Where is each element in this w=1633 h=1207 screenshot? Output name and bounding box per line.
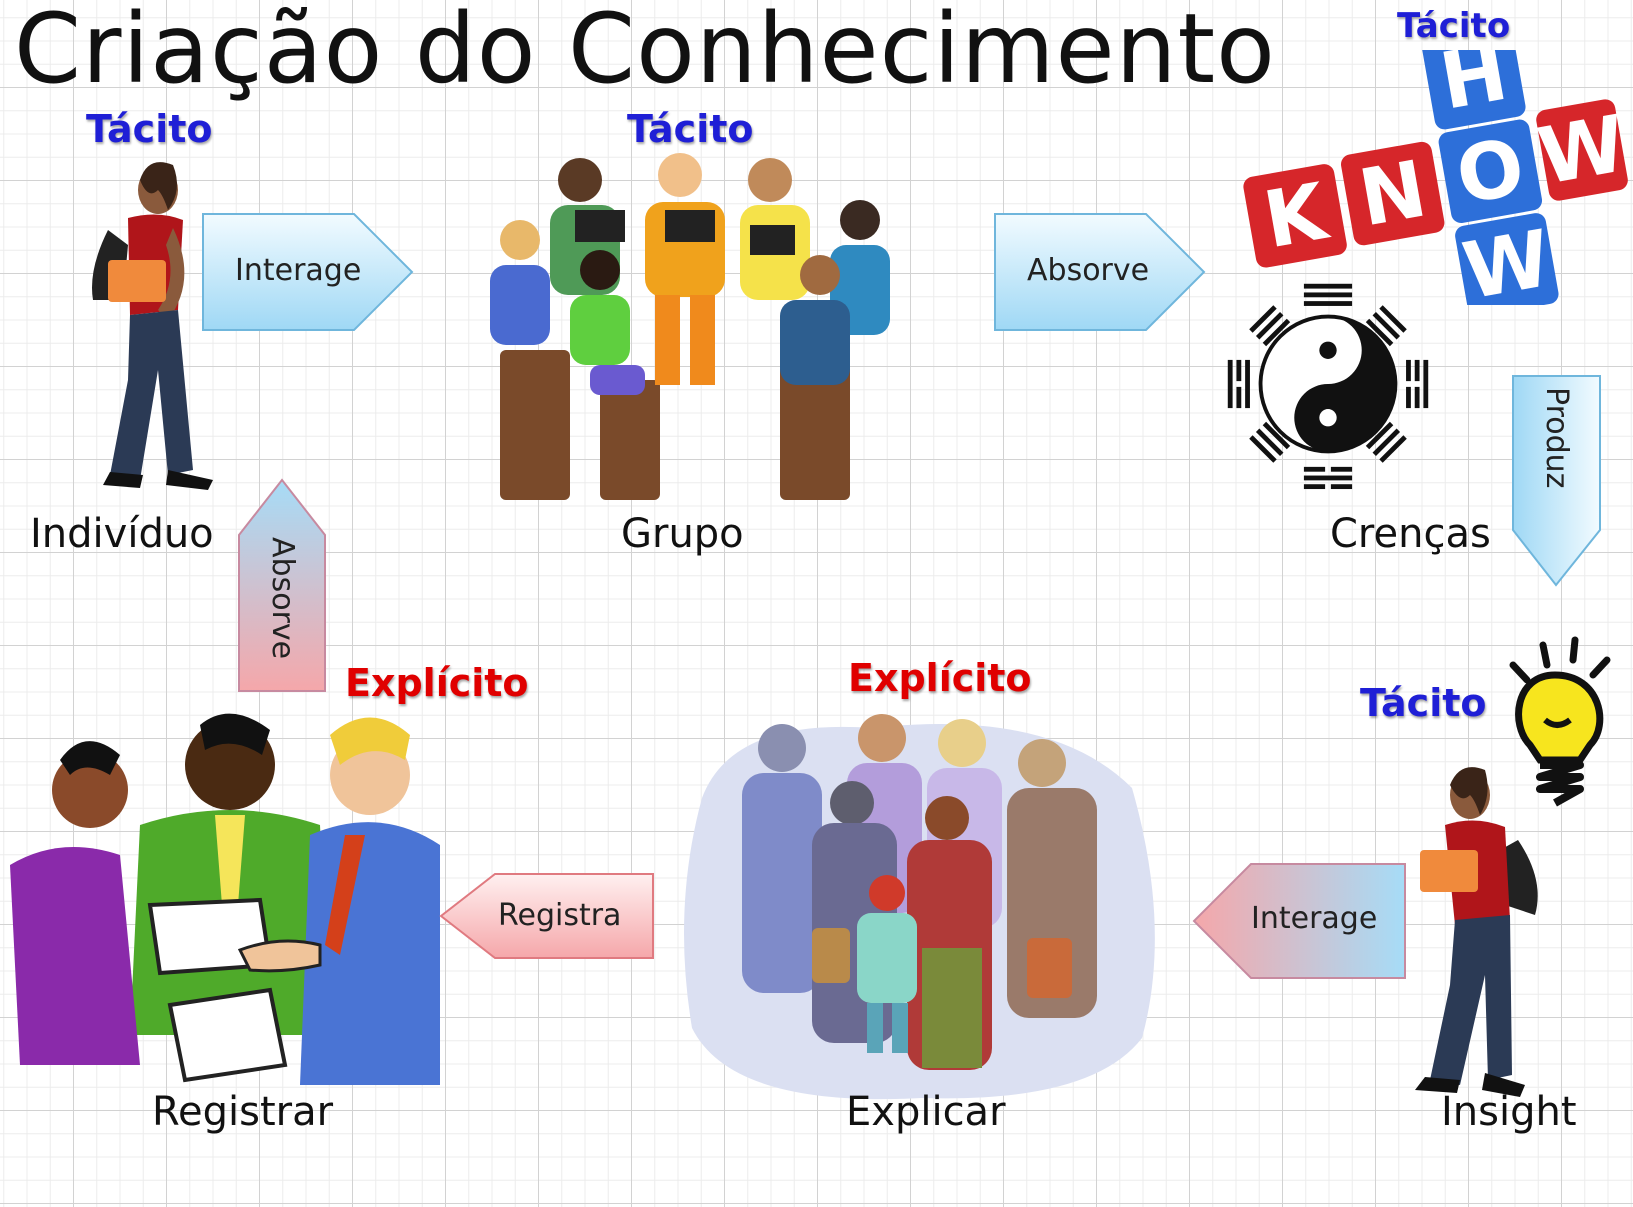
arrow-label-interage-2: Interage xyxy=(1251,901,1378,936)
arrow-interage-individuo-grupo: Interage xyxy=(202,213,414,331)
crowd-icon xyxy=(672,708,1170,1108)
arrow-label-produz: Produz xyxy=(1539,387,1574,489)
tag-explicar: Explícito xyxy=(848,656,1032,700)
business-meeting-icon xyxy=(0,705,450,1130)
arrow-produz-crencas-insight: Produz xyxy=(1512,375,1601,587)
node-registrar: Registrar xyxy=(152,1089,334,1135)
yin-yang-icon xyxy=(1222,278,1434,490)
discussion-circle-icon xyxy=(480,150,930,520)
node-explicar: Explicar xyxy=(846,1089,1006,1135)
slide-title: Criação do Conhecimento xyxy=(14,0,1276,105)
tag-insight: Tácito xyxy=(1360,681,1487,725)
lightbulb-student-icon xyxy=(1400,755,1575,1105)
arrow-registra-explicar-registrar: Registra xyxy=(439,873,654,959)
arrow-label-absorve-2: Absorve xyxy=(265,537,300,660)
arrow-absorve-grupo-crencas: Absorve xyxy=(994,213,1206,331)
node-insight: Insight xyxy=(1441,1089,1577,1135)
tag-crencas: Tácito xyxy=(1397,6,1511,46)
how-letter-w: W xyxy=(1457,214,1557,305)
student-walking-icon xyxy=(48,150,228,500)
arrow-label-absorve-1: Absorve xyxy=(1027,253,1150,288)
arrow-interage-insight-explicar: Interage xyxy=(1192,863,1406,979)
know-how-blocks-icon xyxy=(1235,50,1630,305)
tag-individuo: Tácito xyxy=(86,107,213,151)
lightbulb-icon xyxy=(1495,635,1620,810)
node-crencas: Crenças xyxy=(1330,511,1491,557)
know-how-letters: K N O W H W xyxy=(1235,50,1630,305)
arrow-absorve-registrar-individuo: Absorve xyxy=(238,478,326,692)
tag-registrar: Explícito xyxy=(345,661,529,705)
arrow-label-registra: Registra xyxy=(498,898,622,933)
node-grupo: Grupo xyxy=(621,511,744,557)
know-letter-w: W xyxy=(1532,99,1630,203)
know-letter-o: O xyxy=(1450,122,1531,222)
node-individuo: Indivíduo xyxy=(30,511,214,557)
how-letter-h: H xyxy=(1434,50,1514,128)
arrow-label-interage-1: Interage xyxy=(235,253,362,288)
tag-grupo: Tácito xyxy=(627,107,754,151)
know-letter-n: N xyxy=(1353,145,1433,245)
know-letter-k: K xyxy=(1258,167,1336,267)
